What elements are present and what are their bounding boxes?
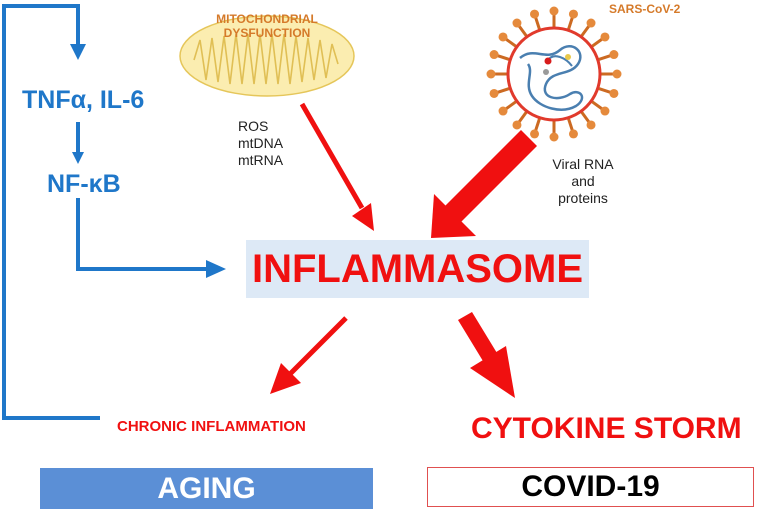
virus-spike-head [609,50,619,60]
aging-label: AGING [157,471,256,505]
virus-spike [534,117,542,132]
virus-spike [517,110,529,124]
virus-spike-head [600,32,610,42]
chronic-inflammation-label: CHRONIC INFLAMMATION [117,418,306,435]
virus-spike-head [612,69,622,79]
virus-spike-head [609,88,619,98]
covid-box: COVID-19 [427,467,754,507]
arrowhead-to-inflammasome [206,260,226,278]
feedback-arrowheads [70,44,226,278]
storm-arrow-shaft [458,312,500,366]
virus-spike-head [586,120,596,130]
chronic-arrow-line [288,316,348,376]
virus-product-line1: Viral RNA [552,156,614,172]
virus-spike-head [600,106,610,116]
mito-arrow-line [299,102,365,210]
virus-spike [590,99,604,111]
tnf-il6-label: TNFα, IL-6 [22,86,145,114]
virus-spike-head [512,18,522,28]
chronic-arrowhead [270,363,301,394]
virus-spike [496,86,511,94]
mitochondrion-icon [179,15,355,97]
red-arrows [270,102,537,398]
nfkb-label: NF-κB [47,170,121,198]
virus-spike-head [498,106,508,116]
nfkb-to-inflammasome-line [76,198,207,271]
mito-arrowhead [352,203,374,231]
virus-spike [579,24,591,38]
virus-spike [534,16,542,31]
mito-label-line2: DYSFUNCTION [223,26,311,40]
virus-spike [579,110,591,124]
virus-spike-head [530,129,540,139]
virus-spike-head [486,69,496,79]
inflammasome-box: INFLAMMASOME [246,240,589,298]
virus-product-line3: proteins [558,190,608,206]
cytokine-storm-label: CYTOKINE STORM [471,412,742,445]
virus-spike-head [489,50,499,60]
virus-arrowhead [431,194,476,238]
virus-spike-head [568,9,578,19]
virus-spike [590,37,604,49]
mito-product-mtrna: mtRNA [238,152,284,168]
arrowhead-to-tnf [70,44,86,60]
virus-spike [566,16,574,31]
virus-spike-head [489,88,499,98]
covid-label: COVID-19 [521,470,660,503]
virus-spike [504,99,518,111]
mito-product-mtdna: mtDNA [238,135,284,151]
virus-spike-head [549,132,559,142]
virus-grey-dot [543,69,549,75]
virus-products: Viral RNA and proteins [541,156,625,207]
storm-arrowhead [470,346,515,398]
virus-spike [597,54,612,62]
sars-cov-2-label: SARS-CoV-2 [609,2,681,16]
mito-products: ROS mtDNA mtRNA [238,118,283,169]
virus-spike-head [498,32,508,42]
mito-product-ros: ROS [238,118,269,134]
feedback-loop-line [2,4,100,420]
inflammasome-label: INFLAMMASOME [251,246,584,291]
virus-spike-head [530,9,540,19]
virus-yellow-dot [565,54,571,60]
virus-spike [597,86,612,94]
virus-spike-head [586,18,596,28]
virus-spike [504,37,518,49]
virus-spike-head [568,129,578,139]
mitochondrial-dysfunction-label: MITOCHONDRIAL DYSFUNCTION [207,12,327,40]
virus-spike [496,54,511,62]
arrowhead-to-nfkb [72,152,84,164]
virus-product-line2: and [571,173,595,189]
virus-spike [566,117,574,132]
virus-spike-head [549,6,559,16]
mito-label-line1: MITOCHONDRIAL [216,12,318,26]
sars-cov-2-virus-icon [486,6,622,142]
virus-spike [517,24,529,38]
aging-box: AGING [40,468,373,509]
virus-red-dot [544,57,552,65]
feedback-loop [2,4,207,420]
virus-spike-head [512,120,522,130]
virus-arrow-shaft [445,130,537,222]
